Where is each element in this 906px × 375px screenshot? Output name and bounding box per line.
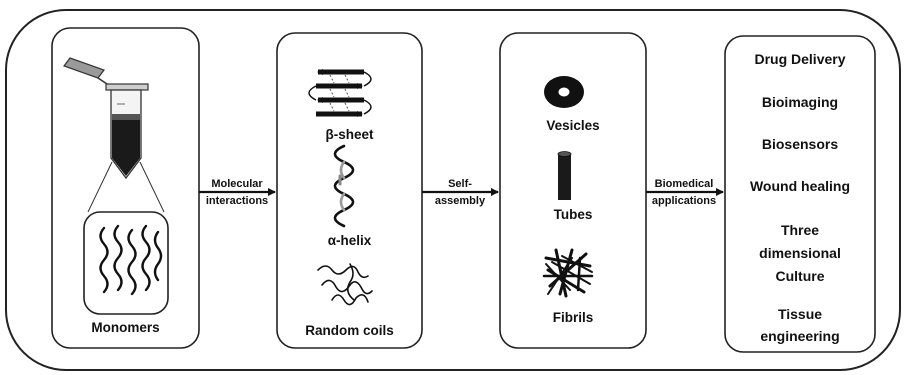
random-coils-icon xyxy=(317,263,373,306)
test-tube-icon xyxy=(63,57,149,180)
application-tissue-engineering: Tissue engineering xyxy=(760,306,840,344)
beta-sheet-icon xyxy=(308,69,372,117)
outer-frame xyxy=(5,9,901,371)
fibrils-icon xyxy=(542,248,594,298)
alpha-helix-label: α-helix xyxy=(327,233,372,248)
alpha-helix-icon xyxy=(333,144,355,228)
tube-icon xyxy=(557,151,572,200)
panel-interactions xyxy=(276,32,423,349)
fibrils-label: Fibrils xyxy=(552,310,594,325)
tubes-label: Tubes xyxy=(553,207,593,222)
monomer-chains-icon xyxy=(99,224,163,296)
arrow-label-interactions: interactions xyxy=(205,195,269,207)
vesicle-icon xyxy=(544,76,584,108)
beta-sheet-label: β-sheet xyxy=(325,127,374,142)
random-coils-label: Random coils xyxy=(305,323,394,338)
arrow-label-molecular: Molecular xyxy=(211,178,263,190)
zoom-line-left xyxy=(87,161,113,213)
application-wound-healing: Wound healing xyxy=(749,178,851,194)
panel-applications xyxy=(724,35,876,353)
application-3d-culture: Three dimensional Culture xyxy=(759,222,841,284)
arrow-label-assembly: assembly xyxy=(434,195,486,207)
panel-assemblies xyxy=(499,32,647,349)
monomers-label: Monomers xyxy=(91,320,160,335)
zoom-line-right xyxy=(139,161,165,213)
vesicles-label: Vesicles xyxy=(546,118,600,133)
application-bioimaging: Bioimaging xyxy=(761,94,839,110)
monomer-zoom-box xyxy=(83,211,169,315)
application-drug-delivery: Drug Delivery xyxy=(754,51,846,67)
arrow-label-applications: applications xyxy=(651,195,717,207)
arrow-label-biomedical: Biomedical xyxy=(654,178,714,190)
application-biosensors: Biosensors xyxy=(761,136,839,152)
arrow-label-self: Self- xyxy=(448,178,472,190)
